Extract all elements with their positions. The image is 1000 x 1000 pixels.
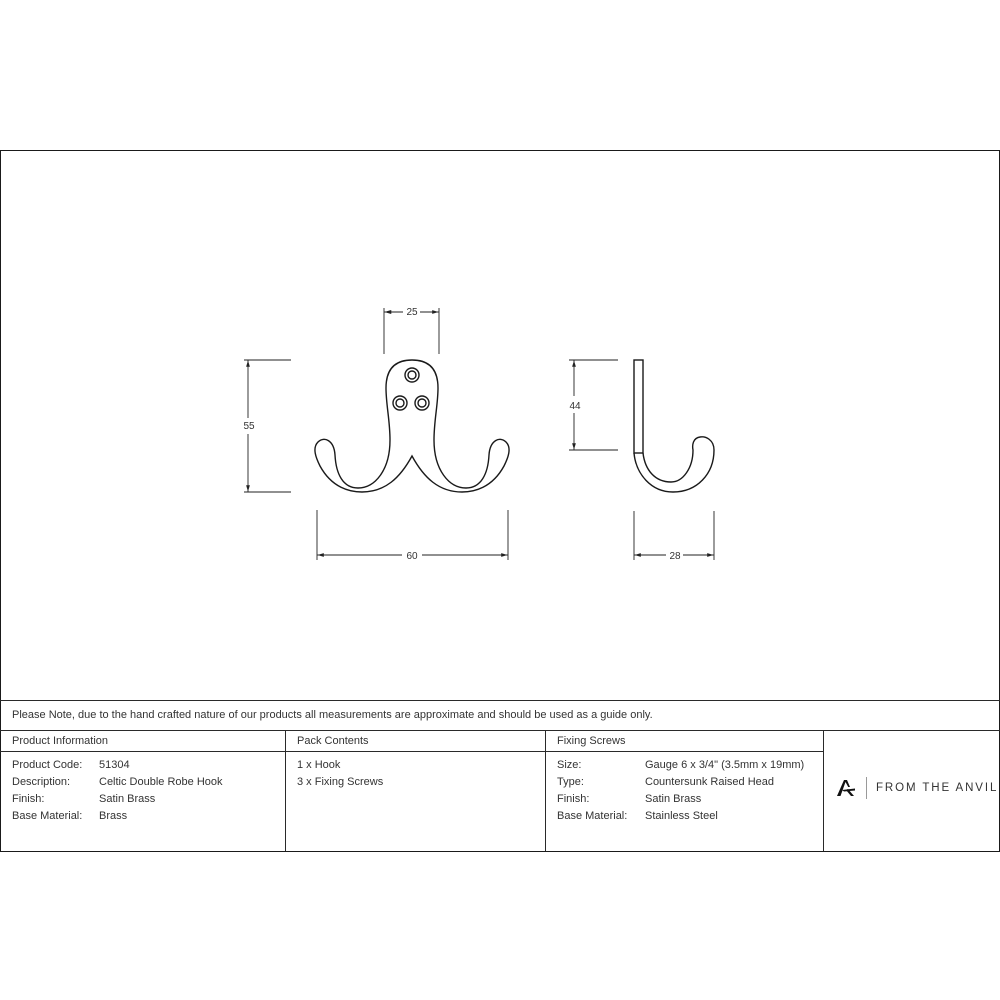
anvil-a-logo-icon — [837, 780, 855, 796]
base-material-row: Base Material: Brass — [12, 808, 223, 825]
screw-hole-right — [414, 395, 430, 411]
pack-item: 1 x Hook — [297, 759, 341, 771]
pack-item: 3 x Fixing Screws — [297, 776, 384, 788]
side-dimensions — [569, 359, 715, 560]
fixing-screws-title: Fixing Screws — [557, 735, 626, 747]
screw-hole-left — [392, 395, 408, 411]
field-label: Finish: — [557, 793, 590, 805]
col-divider-2 — [545, 730, 546, 851]
brand-logo: FROM THE ANVIL — [836, 777, 998, 799]
field-label: Size: — [557, 759, 582, 771]
fixing-screws-table: Size: Gauge 6 x 3/4" (3.5mm x 19mm) Type:… — [557, 757, 804, 825]
field-label: Description: — [12, 776, 71, 788]
product-information-table: Product Code: 51304 Description: Celtic Do… — [12, 757, 223, 825]
screw-type-row: Type: Countersunk Raised Head — [557, 774, 804, 791]
dim-plate-height: 44 — [569, 401, 581, 412]
measurement-note: Please Note, due to the hand crafted nat… — [12, 709, 653, 721]
brand-separator — [866, 777, 867, 799]
screw-material-row: Base Material: Stainless Steel — [557, 808, 804, 825]
field-label: Finish: — [12, 793, 45, 805]
screw-size-row: Size: Gauge 6 x 3/4" (3.5mm x 19mm) — [557, 757, 804, 774]
finish-row: Finish: Satin Brass — [12, 791, 223, 808]
product-code-row: Product Code: 51304 — [12, 757, 223, 774]
dim-width: 60 — [406, 551, 418, 562]
header-bottom-divider — [0, 751, 823, 752]
dim-projection: 28 — [669, 551, 681, 562]
dim-plate-width: 25 — [406, 307, 418, 318]
col-divider-3 — [823, 730, 824, 851]
pack-contents-title: Pack Contents — [297, 735, 369, 747]
hook-outline-side — [633, 436, 715, 493]
brand-name: FROM THE ANVIL — [876, 782, 999, 794]
header-top-divider — [0, 730, 1000, 731]
note-top-divider — [0, 700, 1000, 701]
product-code-value: 51304 — [99, 759, 130, 771]
side-view — [633, 359, 715, 493]
pack-contents-list: 1 x Hook 3 x Fixing Screws — [297, 757, 383, 791]
product-information-title: Product Information — [12, 735, 108, 747]
technical-drawing: 25 55 60 44 28 — [243, 307, 715, 562]
screw-material-value: Stainless Steel — [645, 810, 718, 822]
screw-finish-row: Finish: Satin Brass — [557, 791, 804, 808]
base-material-value: Brass — [99, 810, 128, 822]
backplate-side — [633, 359, 644, 454]
description-row: Description: Celtic Double Robe Hook — [12, 774, 223, 791]
field-label: Base Material: — [12, 810, 83, 822]
description-value: Celtic Double Robe Hook — [99, 776, 223, 788]
front-view — [314, 359, 510, 493]
screw-finish-value: Satin Brass — [645, 793, 702, 805]
field-label: Base Material: — [557, 810, 628, 822]
screw-hole-top — [404, 367, 420, 383]
finish-value: Satin Brass — [99, 793, 156, 805]
field-label: Product Code: — [12, 759, 83, 771]
hook-outline-front — [314, 359, 510, 493]
front-dimensions — [244, 308, 509, 560]
field-label: Type: — [557, 776, 584, 788]
dim-height: 55 — [243, 421, 255, 432]
screw-type-value: Countersunk Raised Head — [645, 776, 775, 788]
screw-size-value: Gauge 6 x 3/4" (3.5mm x 19mm) — [645, 759, 805, 771]
col-divider-1 — [285, 730, 286, 851]
